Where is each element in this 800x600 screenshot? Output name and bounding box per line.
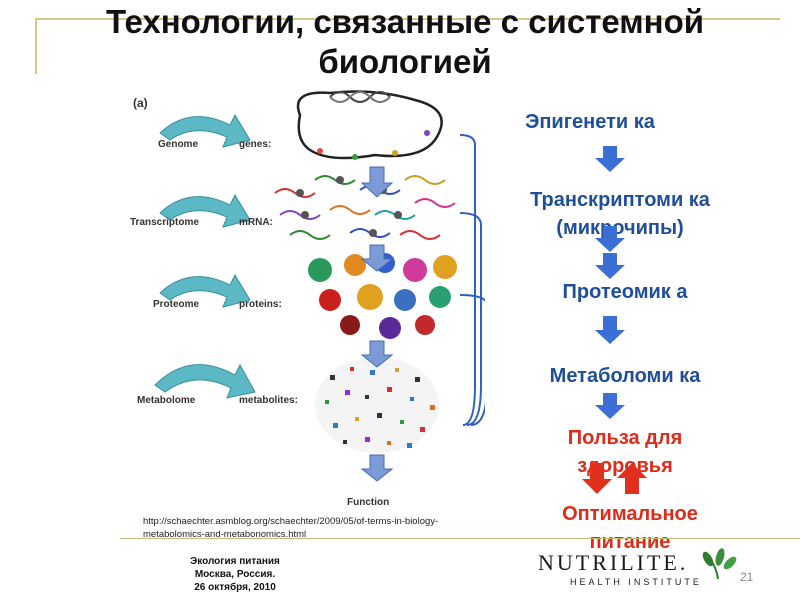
metabolites-label: metabolites: — [239, 395, 298, 406]
metabolite-scatter — [315, 357, 439, 453]
flow-arrow-blue-2 — [595, 226, 625, 252]
flow-item-proteomics: Протеомик а — [562, 281, 688, 303]
flow-arrows — [582, 146, 647, 494]
title-line-1: Технологии, связанные с системной — [105, 3, 705, 40]
flow-arrow-blue-4 — [595, 316, 625, 344]
systems-biology-diagram: (a) Genome genes: Transcriptome mRNA: Pr… — [130, 90, 485, 508]
footer-divider — [120, 538, 800, 539]
mrna-label: mRNA: — [239, 217, 273, 228]
nutrilite-logo: NUTRILITE. HEALTH INSTITUTE — [538, 547, 738, 595]
down-arrow-4 — [360, 454, 394, 482]
proteins-label: proteins: — [239, 299, 282, 310]
genome-label: Genome — [158, 139, 198, 150]
flow-arrow-red-up — [617, 463, 647, 494]
frame-top-line — [35, 18, 780, 20]
logo-subtitle: HEALTH INSTITUTE — [570, 577, 702, 587]
down-arrows — [360, 166, 394, 482]
flow-item-transcriptomics: Транскриптоми ка (микрочипы) — [530, 189, 710, 239]
function-label: Function — [347, 497, 389, 508]
footer-info: Экология питания Москва, Россия. 26 октя… — [170, 555, 300, 594]
footer-line-3: 26 октября, 2010 — [194, 582, 276, 593]
slide-title: Технологии, связанные с системной биолог… — [60, 2, 750, 82]
proteome-cycle-arrow — [159, 273, 251, 308]
transcriptome-cycle-arrow — [159, 193, 251, 228]
page-number: 21 — [740, 570, 754, 584]
footer-line-2: Москва, Россия. — [194, 569, 276, 580]
panel-label: (a) — [133, 96, 148, 110]
feedback-lines — [459, 134, 485, 426]
down-arrow-1 — [360, 166, 394, 198]
flow-item-metabolomics: Метаболоми ка — [549, 365, 701, 387]
flow-arrow-blue-1 — [595, 146, 625, 172]
title-line-2: биологией — [318, 43, 492, 80]
mrna-strands — [274, 175, 456, 240]
flow-arrow-blue-3 — [595, 253, 625, 279]
proteome-label: Proteome — [153, 299, 200, 310]
leaf-icon — [702, 548, 737, 580]
genome-cycle-arrow — [159, 113, 251, 148]
source-url[interactable]: http://schaechter.asmblog.org/schaechter… — [143, 516, 439, 540]
genome-dna — [296, 90, 443, 160]
flow-arrow-blue-5 — [595, 393, 625, 419]
flow-arrow-red-down — [582, 463, 612, 494]
transcriptome-label: Transcriptome — [130, 217, 199, 228]
frame-left-line — [35, 18, 37, 74]
footer-line-1: Экология питания — [190, 556, 280, 567]
genes-label: genes: — [239, 139, 271, 150]
flow-item-optimal-nutrition: Оптимальное питание — [562, 503, 698, 553]
cycle-arrows — [154, 113, 256, 399]
down-arrow-3 — [360, 340, 394, 368]
metabolome-label: Metabolome — [137, 395, 196, 406]
logo-wordmark: NUTRILITE. — [538, 550, 689, 575]
down-arrow-2 — [360, 244, 394, 272]
flow-item-epigenetics: Эпигенети ка — [525, 111, 655, 133]
omics-flow: Эпигенети ка Транскриптоми ка (микрочипы… — [505, 108, 735, 553]
metabolome-cycle-arrow — [154, 363, 256, 399]
